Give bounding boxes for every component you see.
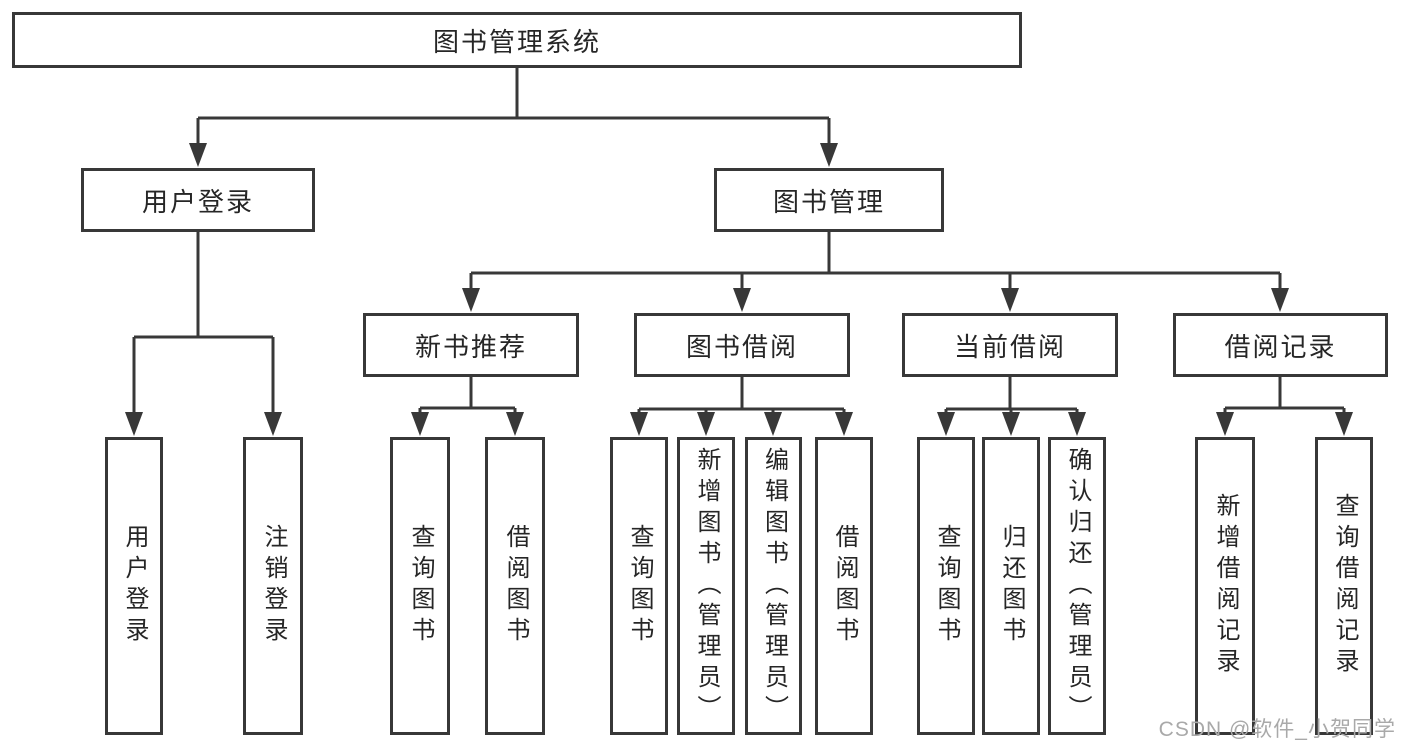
node-label: 新增图书（管理员） xyxy=(693,446,720,726)
node-user-login: 用户登录 xyxy=(81,168,315,232)
node-label: 新增借阅记录 xyxy=(1212,493,1239,679)
leaf-logout: 注销登录 xyxy=(243,437,303,735)
connector-root-to-level2 xyxy=(189,67,838,167)
watermark-text: CSDN @软件_小贺同学 xyxy=(1158,718,1396,741)
leaf-user-login: 用户登录 xyxy=(105,437,163,735)
node-label: 图书管理系统 xyxy=(432,26,601,57)
node-label: 查询图书 xyxy=(626,524,653,648)
node-borrow-records: 借阅记录 xyxy=(1173,313,1388,377)
leaf-edit-books-admin: 编辑图书（管理员） xyxy=(745,437,802,735)
leaf-query-books-borrow: 查询图书 xyxy=(610,437,668,735)
node-label: 新书推荐 xyxy=(414,331,527,362)
node-label: 图书借阅 xyxy=(685,331,798,362)
node-label: 用户登录 xyxy=(121,524,148,648)
node-label: 确认归还（管理员） xyxy=(1064,446,1091,726)
node-label: 图书管理 xyxy=(772,186,885,217)
node-current-borrow: 当前借阅 xyxy=(902,313,1118,377)
node-root-system: 图书管理系统 xyxy=(12,12,1022,68)
leaf-confirm-return-admin: 确认归还（管理员） xyxy=(1048,437,1106,735)
connector-borrow-records-to-leaves xyxy=(1216,377,1353,436)
connector-user-login-to-leaves xyxy=(125,232,282,436)
node-label: 借阅记录 xyxy=(1224,331,1337,362)
node-label: 用户登录 xyxy=(141,186,254,217)
node-new-book-recommend: 新书推荐 xyxy=(363,313,579,377)
node-book-management: 图书管理 xyxy=(714,168,944,232)
node-label: 归还图书 xyxy=(998,524,1025,648)
leaf-borrow-books: 借阅图书 xyxy=(815,437,873,735)
leaf-query-borrow-record: 查询借阅记录 xyxy=(1315,437,1373,735)
leaf-query-books-recommend: 查询图书 xyxy=(390,437,450,735)
connector-new-book-to-leaves xyxy=(411,377,524,436)
node-label: 借阅图书 xyxy=(831,524,858,648)
node-label: 查询图书 xyxy=(933,524,960,648)
node-book-borrow: 图书借阅 xyxy=(634,313,850,377)
node-label: 当前借阅 xyxy=(953,331,1066,362)
node-label: 编辑图书（管理员） xyxy=(760,446,788,726)
node-label: 查询图书 xyxy=(407,524,434,648)
leaf-add-borrow-record: 新增借阅记录 xyxy=(1195,437,1255,735)
connector-book-borrow-to-leaves xyxy=(630,377,853,436)
connector-book-mgmt-to-level3 xyxy=(462,232,1289,312)
node-label: 注销登录 xyxy=(260,524,287,648)
leaf-query-books-current: 查询图书 xyxy=(917,437,975,735)
connector-current-borrow-to-leaves xyxy=(937,377,1086,436)
leaf-borrow-books-recommend: 借阅图书 xyxy=(485,437,545,735)
leaf-return-books: 归还图书 xyxy=(982,437,1040,735)
leaf-add-books-admin: 新增图书（管理员） xyxy=(677,437,735,735)
node-label: 借阅图书 xyxy=(502,524,529,648)
node-label: 查询借阅记录 xyxy=(1331,493,1358,679)
